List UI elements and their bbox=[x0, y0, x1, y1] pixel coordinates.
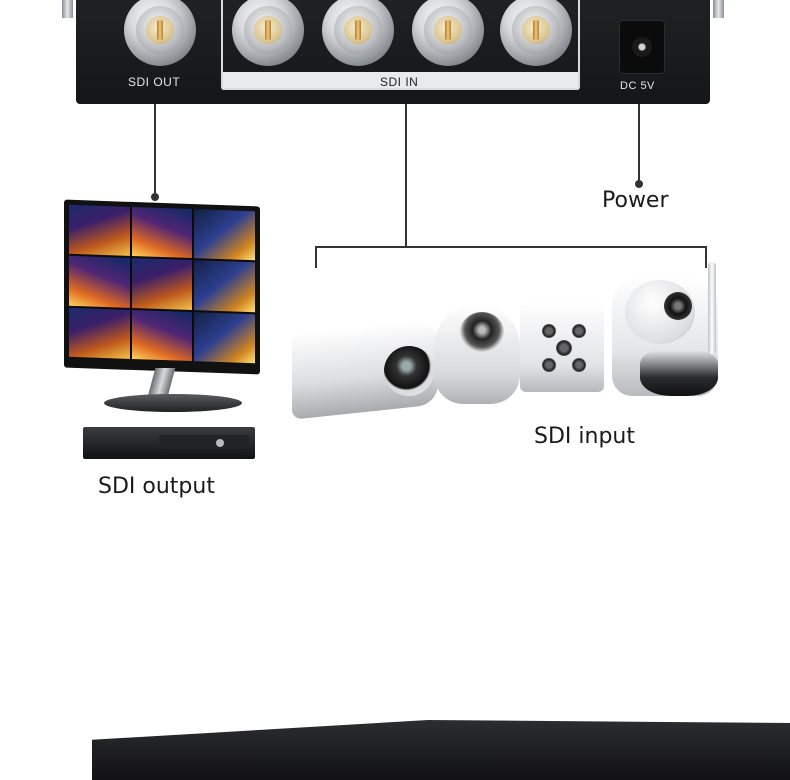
dc-5v-label: DC 5V bbox=[620, 80, 655, 92]
device-back-panel: SDI OUT SDI IN DC 5V bbox=[62, 0, 724, 104]
sdi-in-label: SDI IN bbox=[380, 75, 419, 89]
bullet-camera-lens-icon bbox=[384, 346, 434, 396]
sdi-in-connector-line bbox=[405, 104, 407, 248]
sdi-in-bnc-connector-icon bbox=[322, 0, 394, 66]
antenna-icon bbox=[708, 262, 716, 354]
sdi-input-caption: SDI input bbox=[534, 424, 635, 449]
dome-camera-lens-icon bbox=[460, 312, 504, 352]
sdi-in-branch-line bbox=[315, 246, 707, 248]
sdi-in-bnc-connector-icon bbox=[500, 0, 572, 66]
power-line-dot bbox=[635, 180, 643, 188]
sdi-out-line-dot bbox=[151, 193, 159, 201]
monitor-video-wall-icon bbox=[64, 199, 260, 375]
sdi-out-connector-line bbox=[154, 104, 156, 196]
power-caption: Power bbox=[602, 188, 669, 213]
sdi-in-branch-left bbox=[315, 246, 317, 268]
device-top-edge bbox=[92, 720, 790, 780]
dvr-recorder-icon bbox=[83, 427, 255, 459]
sdi-in-frame bbox=[221, 0, 580, 90]
sdi-out-bnc-connector-icon bbox=[124, 0, 196, 66]
video-wall-screen bbox=[69, 204, 255, 364]
sdi-in-bnc-connector-icon bbox=[412, 0, 484, 66]
sdi-in-branch-right bbox=[705, 246, 707, 268]
dc-power-jack-icon bbox=[619, 20, 665, 74]
sdi-in-bnc-connector-icon bbox=[232, 0, 304, 66]
panel-screw-left bbox=[62, 0, 73, 18]
sdi-out-label: SDI OUT bbox=[128, 75, 181, 89]
monitor-stand-base bbox=[104, 394, 242, 412]
panel-screw-right bbox=[713, 0, 724, 18]
box-camera-icon bbox=[520, 302, 604, 392]
power-connector-line bbox=[638, 104, 640, 182]
sdi-in-label-bar bbox=[221, 72, 580, 90]
wifi-ptz-camera-base bbox=[640, 350, 718, 396]
sdi-output-caption: SDI output bbox=[98, 474, 215, 499]
wifi-ptz-camera-lens-icon bbox=[664, 292, 692, 320]
